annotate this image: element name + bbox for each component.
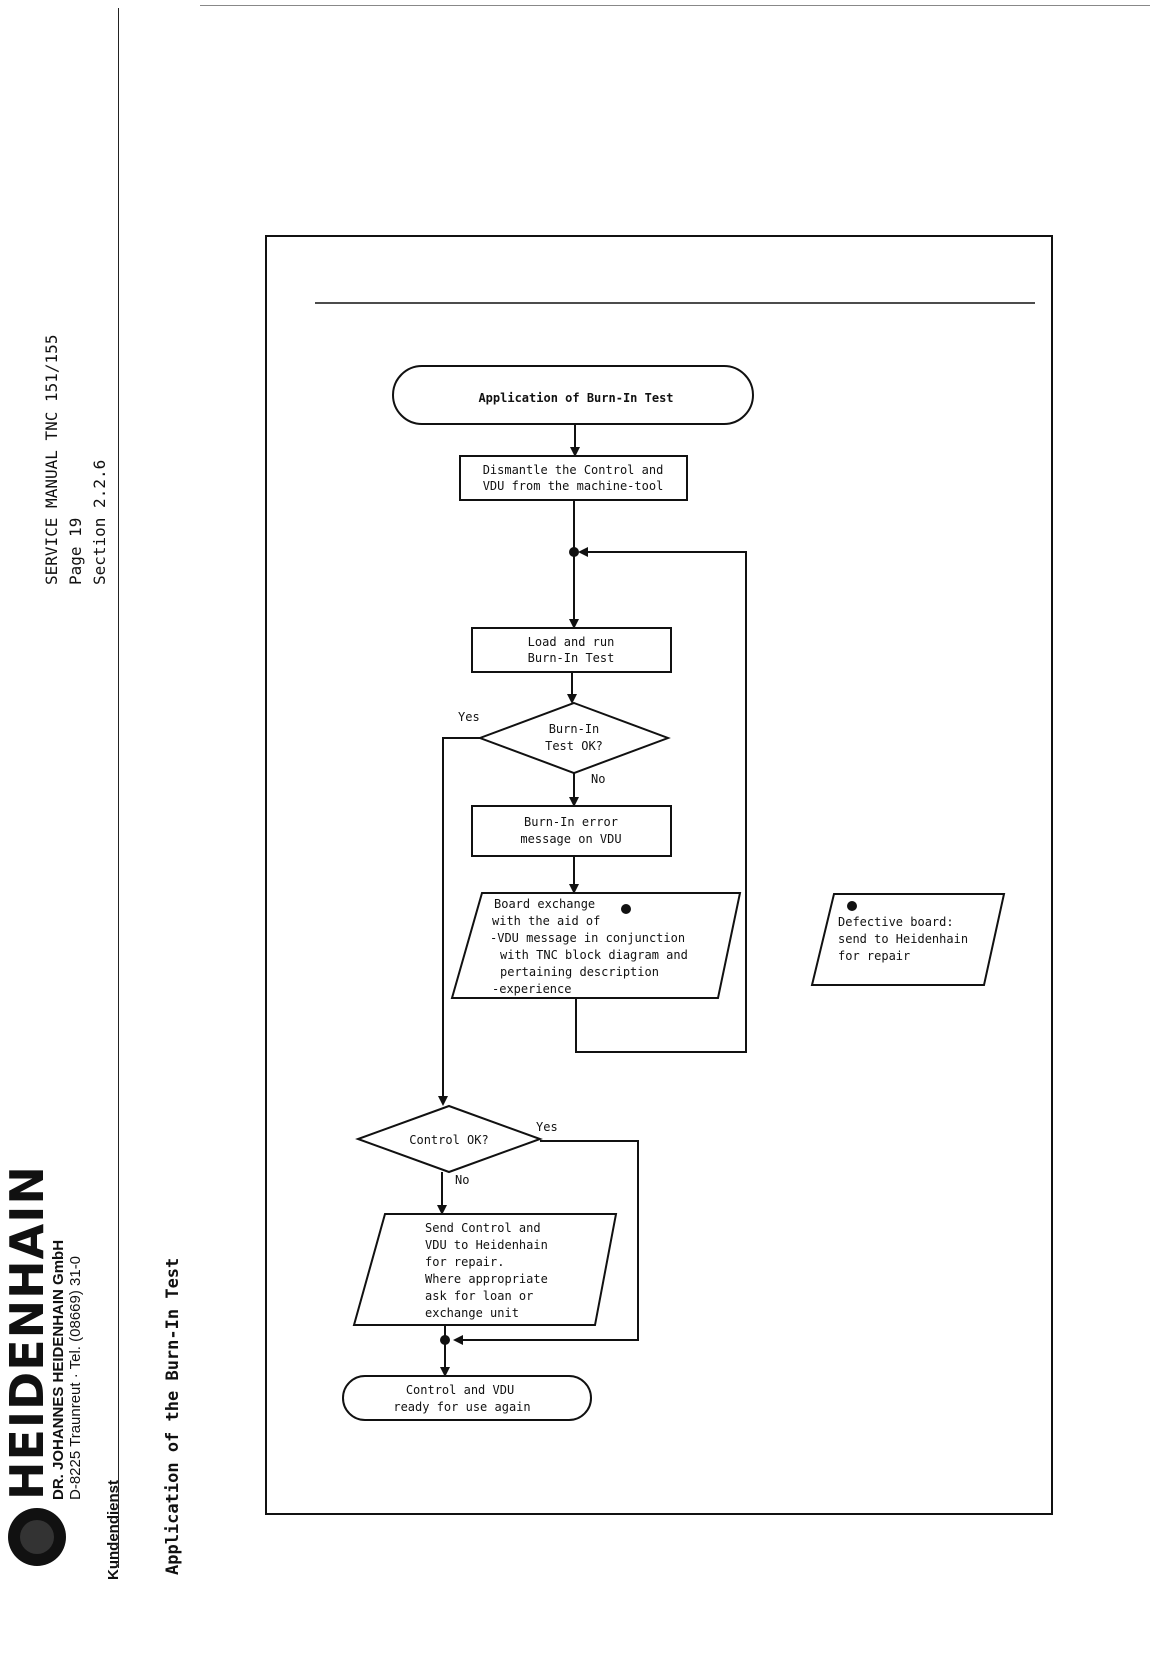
top-rule (200, 5, 1150, 6)
end-terminal (342, 1375, 592, 1421)
defective-board-box (810, 893, 1006, 986)
dismantle-line-1: Dismantle the Control and (483, 463, 664, 477)
burnin-no-label: No (591, 772, 605, 786)
send-line-2: VDU to Heidenhain (425, 1238, 548, 1252)
merge-node-2 (440, 1335, 450, 1345)
send-line-6: exchange unit (425, 1306, 519, 1320)
defective-line-2: send to Heidenhain (838, 932, 968, 946)
send-control-box (352, 1213, 618, 1326)
load-run-line-1: Load and run (528, 635, 615, 649)
load-run-line-2: Burn-In Test (528, 651, 615, 665)
send-line-4: Where appropriate (425, 1272, 548, 1286)
error-message-box (471, 805, 672, 857)
defective-line-3: for repair (838, 949, 910, 963)
control-ok-decision (355, 1104, 543, 1174)
control-no-label: No (455, 1173, 469, 1187)
asterisk-marker-2 (847, 901, 857, 911)
error-line-1: Burn-In error (524, 815, 618, 829)
board-line-4: with TNC block diagram and (500, 948, 688, 962)
burnin-yes-label: Yes (458, 710, 480, 724)
board-exchange-box (450, 892, 742, 999)
board-line-5: pertaining description (500, 965, 659, 979)
send-line-5: ask for loan or (425, 1289, 533, 1303)
load-run-box (471, 627, 672, 673)
end-line-1: Control and VDU (406, 1383, 514, 1397)
end-line-2: ready for use again (393, 1400, 530, 1414)
send-line-1: Send Control and (425, 1221, 541, 1235)
asterisk-marker-1 (621, 904, 631, 914)
burnin-ok-decision (477, 701, 671, 775)
start-label: Application of Burn-In Test (478, 391, 673, 405)
dismantle-line-2: VDU from the machine-tool (483, 479, 664, 493)
left-margin-line (118, 8, 119, 1568)
error-line-2: message on VDU (520, 832, 621, 846)
control-yes-label: Yes (536, 1120, 558, 1134)
start-terminal (392, 365, 754, 425)
defective-line-1: Defective board: (838, 915, 954, 929)
diagram-frame (265, 235, 1053, 1515)
burnin-ok-line-1: Burn-In (549, 722, 600, 736)
board-line-2: with the aid of (492, 914, 600, 928)
control-ok-label: Control OK? (409, 1133, 488, 1147)
board-line-6: -experience (492, 982, 571, 996)
merge-node-1 (569, 547, 579, 557)
board-line-3: -VDU message in conjunction (490, 931, 685, 945)
burnin-ok-line-2: Test OK? (545, 739, 603, 753)
board-line-1: Board exchange (494, 897, 595, 911)
dismantle-box (459, 455, 688, 501)
send-line-3: for repair. (425, 1255, 504, 1269)
logo-mark (8, 1508, 66, 1566)
